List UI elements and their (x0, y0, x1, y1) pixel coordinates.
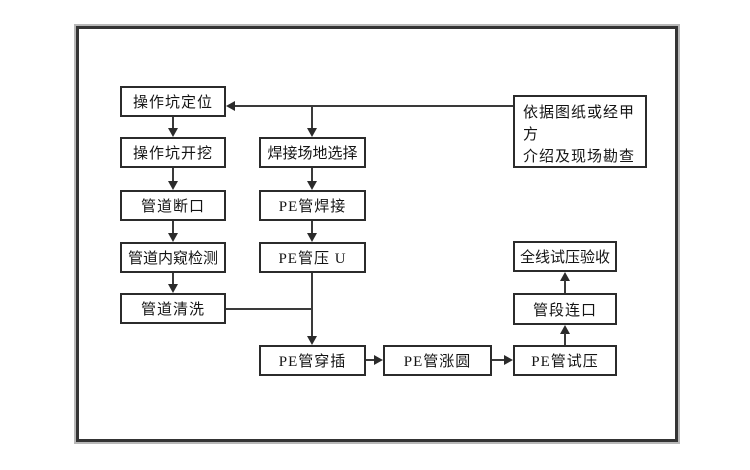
edge-excavate-to-pipe-cut-arrowhead (168, 181, 178, 190)
edge-pe-round-to-pe-test-line (492, 359, 505, 361)
edge-pe-press-u-to-pe-insert-arrowhead (307, 336, 317, 345)
edge-endoscope-to-cleaning-line (172, 273, 174, 284)
node-operation-pit-locate: 操作坑定位 (120, 86, 226, 117)
node-segment-connection: 管段连口 (513, 293, 617, 325)
edge-segment-join-to-final-test-arrowhead (560, 272, 570, 281)
node-welding-site-selection: 焊接场地选择 (259, 137, 366, 168)
edge-basis-to-locate-arrowhead (226, 101, 235, 111)
node-pipe-cut: 管道断口 (120, 190, 226, 221)
edge-pe-round-to-pe-test-arrowhead (504, 355, 513, 365)
edge-pe-insert-to-pe-round-arrowhead (374, 355, 383, 365)
edge-pe-weld-to-pe-press-u-line (311, 221, 313, 233)
node-pipe-endoscope-inspection: 管道内窥检测 (120, 242, 226, 273)
node-pe-pipe-welding: PE管焊接 (259, 190, 366, 221)
edge-cleaning-junction-line (226, 308, 313, 310)
node-pe-pipe-pressure-test: PE管试压 (513, 345, 617, 376)
edge-pe-insert-to-pe-round-line (366, 359, 375, 361)
node-pe-pipe-insert: PE管穿插 (259, 345, 366, 376)
edge-segment-join-to-final-test-line (564, 280, 566, 293)
node-basis-drawings-site-survey: 依据图纸或经甲方 介绍及现场勘查 (513, 95, 647, 168)
edge-excavate-to-pipe-cut-line (172, 168, 174, 181)
basis-text-line1: 依据图纸或经甲方 (523, 105, 636, 143)
node-pipe-cleaning: 管道清洗 (120, 293, 226, 324)
edge-branch-to-site-select-arrowhead (307, 128, 317, 137)
edge-pe-weld-to-pe-press-u-arrowhead (307, 233, 317, 242)
edge-endoscope-to-cleaning-arrowhead (168, 284, 178, 293)
edge-site-select-to-pe-weld-arrowhead (307, 181, 317, 190)
edge-pe-test-to-segment-join-line (564, 333, 566, 345)
edge-pe-press-u-to-pe-insert-line (311, 273, 313, 336)
edge-locate-to-excavate-arrowhead (168, 128, 178, 137)
edge-locate-to-excavate-line (172, 117, 174, 129)
edge-branch-to-site-select-line (311, 106, 313, 128)
node-operation-pit-excavate: 操作坑开挖 (120, 137, 226, 168)
edge-pe-test-to-segment-join-arrowhead (560, 325, 570, 334)
node-full-line-pressure-acceptance: 全线试压验收 (513, 241, 617, 272)
node-pe-pipe-press-u: PE管压 U (259, 242, 366, 273)
edge-basis-to-locate-line (235, 105, 513, 107)
basis-text-line2: 介绍及现场勘查 (523, 149, 636, 165)
edge-site-select-to-pe-weld-line (311, 168, 313, 181)
edge-pipe-cut-to-endoscope-arrowhead (168, 233, 178, 242)
edge-pipe-cut-to-endoscope-line (172, 221, 174, 233)
node-pe-pipe-rounding: PE管涨圆 (383, 345, 492, 376)
